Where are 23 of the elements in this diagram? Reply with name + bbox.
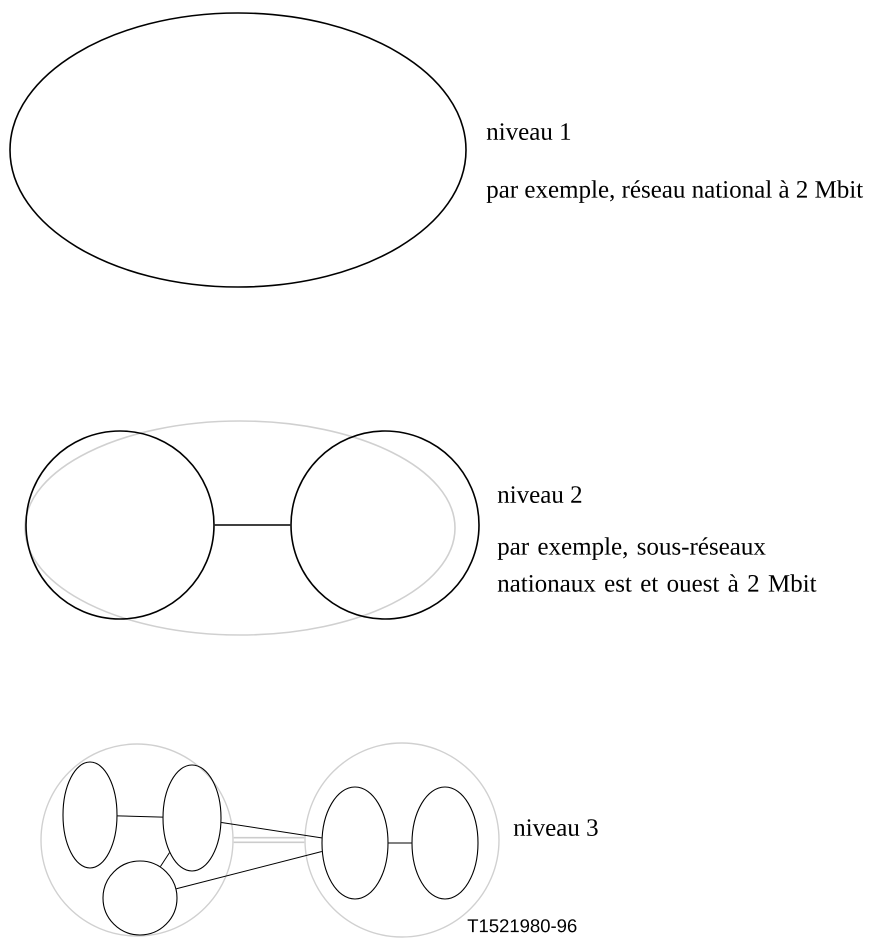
connector-line [220, 822, 322, 838]
connector-line [214, 524, 290, 526]
network-circle [290, 430, 480, 620]
connector-line [160, 852, 170, 868]
connector-line [176, 851, 322, 890]
network-ellipse [411, 786, 479, 900]
network-circle [102, 860, 178, 936]
level-label: niveau 3 [514, 819, 598, 836]
level-label: niveau 2 [498, 486, 582, 503]
network-circle [40, 743, 234, 937]
level-label: niveau 1 [486, 123, 570, 140]
connector-line [117, 815, 163, 818]
network-ellipse [9, 12, 467, 288]
connector-line [234, 836, 304, 844]
figure-code: T1521980-96 [468, 919, 576, 932]
network-ellipse [24, 420, 456, 636]
network-circle [25, 430, 215, 620]
network-ellipse [62, 761, 118, 869]
network-ellipse [162, 764, 222, 872]
connector-line [388, 842, 412, 844]
description-text: par exemple, réseau national à 2 Mbit [486, 180, 864, 203]
network-ellipse [321, 786, 389, 900]
description-text: par exemple, sous-réseaux nationaux est et ouest à 2 Mbit [498, 537, 816, 592]
